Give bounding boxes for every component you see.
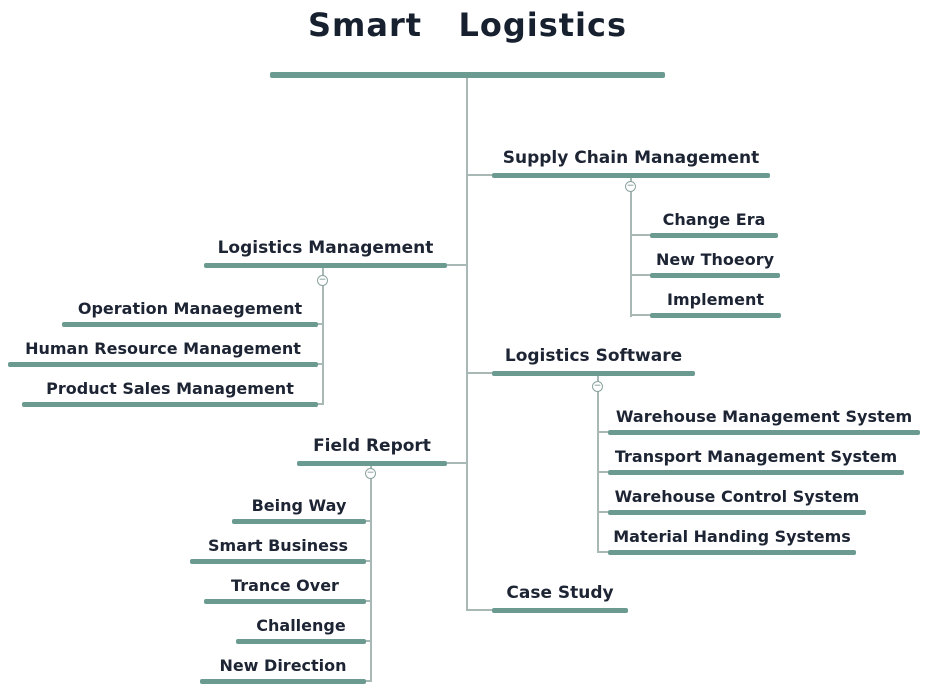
node-underline-bar: [492, 371, 695, 376]
node-underline-bar: [608, 550, 856, 555]
node-underline-bar: [650, 233, 778, 238]
node-underline-bar: [8, 362, 318, 367]
node-underline-bar: [200, 679, 366, 684]
child-connector-line: [599, 471, 608, 473]
node-case-study[interactable]: Case Study: [492, 583, 628, 613]
node-smart-business[interactable]: Smart Business: [190, 536, 366, 564]
node-label: Logistics Management: [217, 238, 434, 258]
child-connector-line: [366, 520, 372, 522]
collapse-toggle-icon[interactable]: −: [365, 468, 376, 479]
node-underline-bar: [650, 313, 781, 318]
node-label: Field Report: [313, 436, 431, 456]
node-label: Warehouse Management System: [615, 407, 913, 426]
node-underline-bar: [62, 322, 318, 327]
child-connector-line: [366, 600, 372, 602]
branch-connector-line: [447, 264, 467, 266]
child-connector-line: [599, 551, 608, 553]
node-underline-bar: [492, 608, 628, 613]
node-underline-bar: [608, 470, 904, 475]
node-underline-bar: [492, 173, 770, 178]
children-rail-line: [630, 178, 632, 317]
node-label: Transport Management System: [614, 447, 898, 466]
children-rail-line: [597, 376, 599, 553]
node-label: Operation Manaegement: [77, 299, 303, 318]
node-material-handing-systems[interactable]: Material Handing Systems: [608, 527, 856, 555]
node-underline-bar: [608, 510, 866, 515]
node-underline-bar: [236, 639, 366, 644]
node-label: Change Era: [662, 210, 766, 229]
child-connector-line: [632, 274, 650, 276]
node-label: New Thoeory: [655, 250, 775, 269]
node-label: Logistics Software: [504, 346, 683, 366]
node-supply-chain-management[interactable]: Supply Chain Management: [492, 148, 770, 178]
children-rail-line: [322, 268, 324, 405]
child-connector-line: [632, 234, 650, 236]
node-label: Smart Business: [208, 536, 348, 555]
node-field-report[interactable]: Field Report: [297, 436, 447, 466]
child-connector-line: [318, 403, 324, 405]
collapse-toggle-icon[interactable]: −: [317, 275, 328, 286]
node-underline-bar: [204, 599, 366, 604]
node-label: Implement: [667, 290, 764, 309]
node-logistics-management[interactable]: Logistics Management: [204, 238, 447, 268]
node-label: Product Sales Management: [46, 379, 294, 398]
node-label: Human Resource Management: [25, 339, 301, 358]
node-operation-management[interactable]: Operation Manaegement: [62, 299, 318, 327]
node-trance-over[interactable]: Trance Over: [204, 576, 366, 604]
node-underline-bar: [297, 461, 447, 466]
node-new-thoeory[interactable]: New Thoeory: [650, 250, 780, 278]
node-underline-bar: [204, 263, 447, 268]
node-human-resource-management[interactable]: Human Resource Management: [8, 339, 318, 367]
child-connector-line: [318, 323, 324, 325]
node-label: Challenge: [256, 616, 346, 635]
node-logistics-software[interactable]: Logistics Software: [492, 346, 695, 376]
node-label: Trance Over: [231, 576, 339, 595]
node-change-era[interactable]: Change Era: [650, 210, 778, 238]
node-challenge[interactable]: Challenge: [236, 616, 366, 644]
node-label: Material Handing Systems: [613, 527, 851, 546]
node-warehouse-management-system[interactable]: Warehouse Management System: [608, 407, 920, 435]
trunk-line: [466, 77, 468, 611]
collapse-toggle-icon[interactable]: −: [625, 181, 636, 192]
node-transport-management-system[interactable]: Transport Management System: [608, 447, 904, 475]
node-underline-bar: [22, 402, 318, 407]
node-underline-bar: [608, 430, 920, 435]
node-label: Supply Chain Management: [502, 148, 760, 168]
child-connector-line: [366, 680, 372, 682]
child-connector-line: [366, 640, 372, 642]
branch-connector-line: [467, 372, 492, 374]
node-label: Smart Logistics: [307, 6, 628, 44]
child-connector-line: [366, 560, 372, 562]
collapse-toggle-icon[interactable]: −: [592, 381, 603, 392]
child-connector-line: [318, 363, 324, 365]
child-connector-line: [599, 511, 608, 513]
node-product-sales-management[interactable]: Product Sales Management: [22, 379, 318, 407]
node-label: Case Study: [506, 583, 614, 603]
branch-connector-line: [467, 174, 492, 176]
node-underline-bar: [232, 519, 366, 524]
branch-connector-line: [467, 609, 492, 611]
node-underline-bar: [270, 72, 665, 78]
node-warehouse-control-system[interactable]: Warehouse Control System: [608, 487, 866, 515]
node-smart-logistics[interactable]: Smart Logistics: [270, 4, 665, 78]
node-implement[interactable]: Implement: [650, 290, 781, 318]
node-label: Warehouse Control System: [614, 487, 860, 506]
child-connector-line: [632, 314, 650, 316]
branch-connector-line: [447, 462, 467, 464]
node-new-direction[interactable]: New Direction: [200, 656, 366, 684]
child-connector-line: [599, 431, 608, 433]
children-rail-line: [370, 466, 372, 682]
node-label: New Direction: [219, 656, 347, 675]
node-underline-bar: [190, 559, 366, 564]
node-being-way[interactable]: Being Way: [232, 496, 366, 524]
node-label: Being Way: [251, 496, 347, 515]
node-underline-bar: [650, 273, 780, 278]
